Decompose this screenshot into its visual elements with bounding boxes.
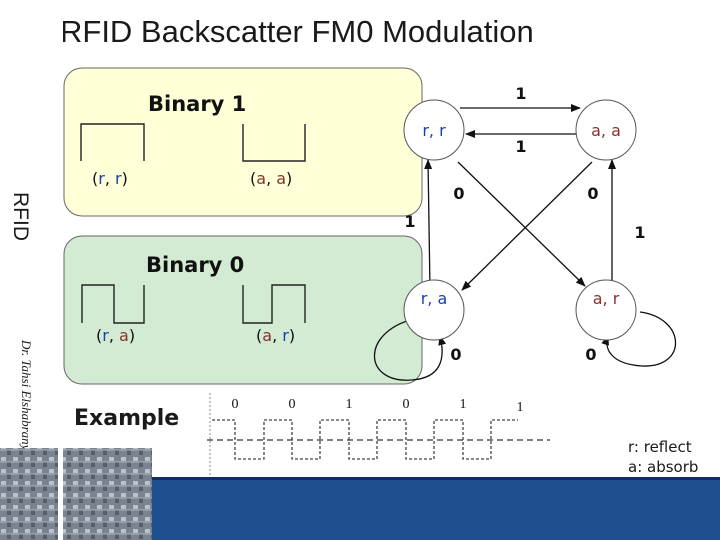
- binary-zero-waveform-ra: [81, 284, 145, 324]
- binary-one-heading: Binary 1: [148, 92, 246, 116]
- legend-reflect: r: reflect: [628, 438, 692, 456]
- binary-zero-example-2: (a, r): [256, 326, 295, 345]
- binary-zero-heading: Binary 0: [146, 253, 244, 277]
- state-ra-circle: [403, 279, 465, 341]
- binary-zero-panel: Binary 0 (r, a) (a, r): [63, 235, 423, 385]
- edge-label-ra-self: 0: [450, 345, 461, 364]
- binary-one-example-1: (r, r): [92, 169, 128, 188]
- slide-title: RFID Backscatter FM0 Modulation: [60, 14, 534, 49]
- example-bit-2: 0: [289, 397, 296, 412]
- edge-aa-to-ra: [461, 161, 593, 291]
- edge-label-aa-ra: 0: [587, 184, 598, 203]
- state-machine: r, r a, a r, a a, r 1 1 0 0 1 1 0 0 1: [373, 84, 677, 415]
- binary-one-waveform-aa: [242, 124, 306, 162]
- edge-ra-to-rr: [424, 159, 433, 291]
- state-machine-extra-label: 1: [517, 400, 524, 415]
- state-ar-circle: [575, 279, 637, 341]
- state-rr-circle: [403, 99, 465, 161]
- binary-zero-waveform-ar: [242, 284, 306, 324]
- state-ar-label: a, r: [593, 289, 620, 308]
- binary-one-waveform-rr: [80, 123, 145, 161]
- edge-label-aa-rr: 1: [515, 137, 526, 156]
- example-bit-5: 1: [460, 397, 467, 412]
- example-bit-4: 0: [403, 397, 410, 412]
- edge-rr-to-ar: [457, 161, 586, 287]
- edge-label-rr-ar: 0: [453, 184, 464, 203]
- state-aa-label: a, a: [591, 121, 621, 140]
- edge-label-ar-aa: 1: [634, 223, 645, 242]
- circuit-board-image: [0, 448, 152, 540]
- state-rr-label: r, r: [422, 121, 446, 140]
- rfid-side-label: RFID: [9, 192, 32, 241]
- edge-label-ra-rr: 1: [404, 212, 415, 231]
- example-signal: [212, 419, 518, 460]
- example-waveform: 0 0 1 0 1: [207, 393, 550, 476]
- legend-absorb: a: absorb: [628, 458, 699, 476]
- edge-label-rr-aa: 1: [515, 84, 526, 103]
- edge-label-ar-self: 0: [585, 345, 596, 364]
- footer-bar: [152, 477, 720, 540]
- example-bit-3: 1: [346, 397, 353, 412]
- binary-one-example-2: (a, a): [250, 169, 292, 188]
- state-aa-circle: [575, 99, 637, 161]
- binary-zero-example-1: (r, a): [96, 326, 135, 345]
- example-bit-1: 0: [232, 397, 239, 412]
- edge-ra-self-loop: [373, 317, 447, 381]
- left-corner-decoration: [0, 0, 152, 540]
- binary-one-panel: Binary 1 (r, r) (a, a): [63, 67, 423, 217]
- author-name: Dr. Tahsi Elshabrany: [19, 340, 34, 451]
- footer-bar-edge: [152, 477, 720, 480]
- state-ra-label: r, a: [421, 289, 448, 308]
- example-label: Example: [74, 406, 180, 431]
- edge-ar-self-loop: [601, 311, 677, 367]
